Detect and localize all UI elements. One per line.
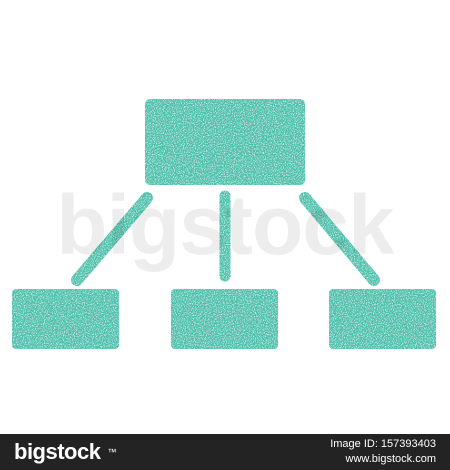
trademark-icon: ™ [107,447,117,457]
connector-right [299,192,380,286]
root-node-box [145,99,305,185]
image-id: Image ID: 157393403 [330,438,436,451]
connector-left [71,192,153,286]
brand-logo: bigstock ™ [14,439,116,465]
child-node-box-left [12,289,119,349]
child-node-box-right [329,289,436,349]
stock-footer-bar: bigstock ™ Image ID: 157393403 www.bigsto… [0,434,450,470]
image-meta: Image ID: 157393403 www.bigstock.com [330,437,436,467]
child-node-box-center [171,289,278,349]
site-url: www.bigstock.com [345,453,436,465]
brand-name: bigstock [14,439,101,464]
